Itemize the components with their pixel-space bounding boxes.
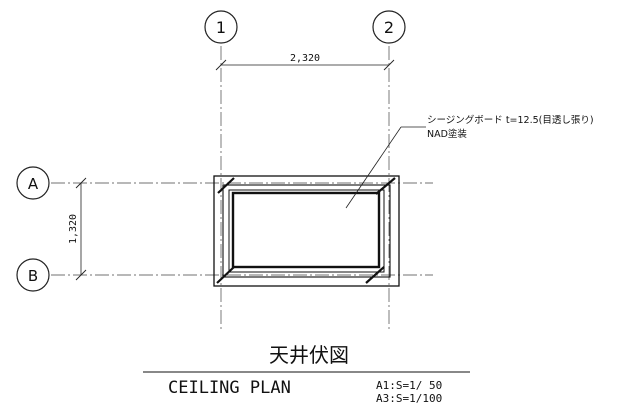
board-outline-back (228, 189, 385, 273)
grid-bubble-2 (372, 10, 406, 44)
dimension-text-v: 1,320 (68, 214, 79, 244)
corner-mark-bottom-left (216, 266, 235, 284)
title-block: 天井伏図 CEILING PLAN A1:S=1/ 50 A3:S=1/100 (143, 343, 470, 405)
corner-mark-bottom-right (365, 266, 385, 284)
scale-a1: A1:S=1/ 50 (376, 379, 442, 392)
material-callout: シージングボード t=12.5(目透し張り) NAD塗装 (345, 114, 594, 209)
corner-mark-top-left (217, 177, 235, 194)
grid-label-a: A (28, 175, 39, 193)
grid-row-b: B (16, 258, 433, 292)
dimension-vertical: 1,320 (68, 177, 87, 281)
grid-column-2: 2 (372, 10, 406, 330)
board-panel (231, 191, 381, 269)
title-english: CEILING PLAN (168, 378, 291, 398)
ceiling-board (213, 175, 400, 287)
grid-bubble-a (16, 166, 50, 200)
inner-frame (222, 184, 391, 278)
grid-row-a: A (16, 166, 433, 200)
annotation-finish: NAD塗装 (427, 128, 467, 140)
dimension-text-h: 2,320 (290, 53, 320, 64)
scale-a3: A3:S=1/100 (376, 392, 442, 405)
grid-label-b: B (28, 267, 38, 285)
dimension-tick-h-right (383, 59, 395, 71)
grid-bubble-b (16, 258, 50, 292)
grid-label-1: 1 (216, 18, 226, 37)
grid-bubble-1 (204, 10, 238, 44)
grid-label-2: 2 (384, 18, 394, 37)
title-japanese: 天井伏図 (269, 343, 349, 367)
outer-frame (213, 175, 400, 287)
dimension-tick-v-top (75, 177, 87, 189)
corner-mark-top-right (375, 177, 396, 195)
grid-column-1: 1 (204, 10, 238, 330)
annotation-material: シージングボード t=12.5(目透し張り) (427, 114, 594, 126)
dimension-horizontal: 2,320 (215, 53, 395, 71)
dimension-tick-h-left (215, 59, 227, 71)
leader-line (345, 126, 402, 209)
dimension-tick-v-bottom (75, 269, 87, 281)
